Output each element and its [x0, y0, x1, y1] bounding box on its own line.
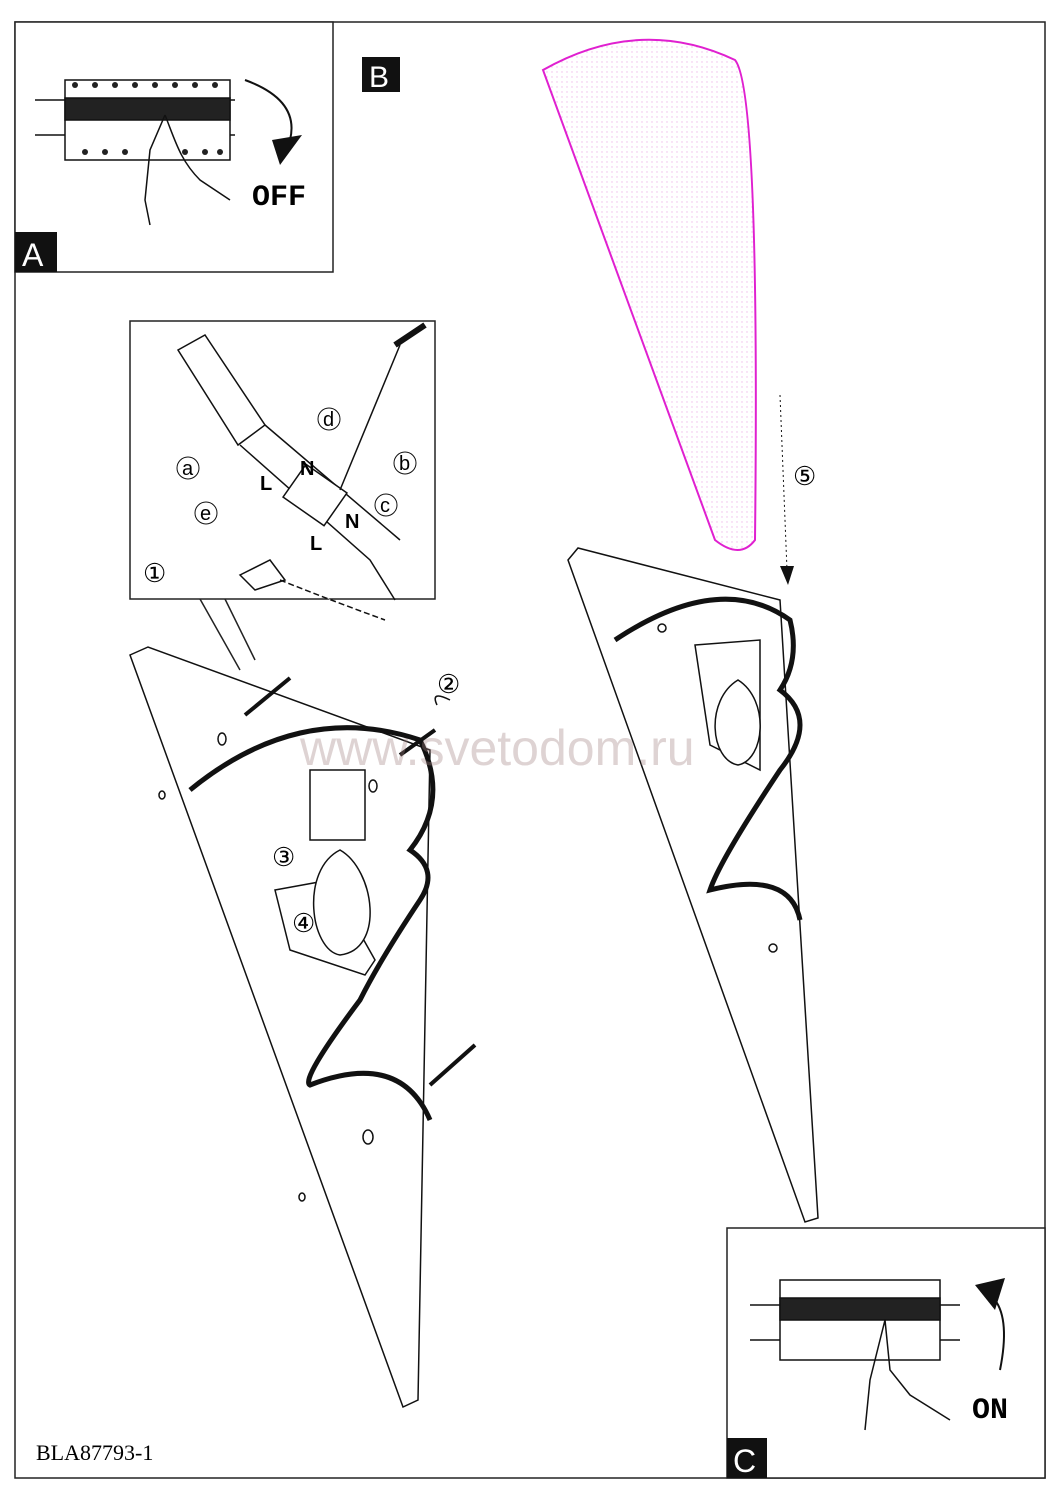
substep-d: d: [323, 409, 334, 431]
terminal-l-2: L: [310, 533, 322, 555]
terminal-n-2: N: [345, 511, 359, 533]
terminal-block-icon: [176, 322, 427, 621]
substep-c: c: [380, 495, 390, 517]
panel-a-label: A: [22, 237, 44, 273]
page-frame: [14, 21, 1046, 1479]
screw-icon: [398, 728, 437, 757]
step-3-label: ③: [272, 843, 295, 872]
arrow-down-icon: [244, 79, 293, 141]
breaker-panel-icon: [35, 79, 235, 161]
bulb-icon: [714, 679, 761, 766]
cable: [188, 725, 436, 1121]
panel-c-label: C: [733, 1443, 756, 1479]
panel-a-switch-off: OFF A: [14, 21, 334, 273]
substep-a: a: [182, 458, 194, 480]
substep-b: b: [399, 453, 410, 475]
cable: [613, 596, 803, 921]
on-label: ON: [972, 1394, 1008, 1428]
step-5-label: ⑤: [793, 462, 816, 491]
panel-c-switch-on: ON C: [726, 1227, 1046, 1479]
wall-lamp-assembled: [567, 547, 819, 1223]
glass-shade: ⑤: [541, 38, 816, 585]
hand-icon: [864, 1319, 951, 1431]
screwdriver-icon: [393, 322, 427, 348]
step-1-label: ①: [143, 559, 166, 588]
arrow-up-icon: [994, 1299, 1005, 1371]
step-4-label: ④: [292, 909, 315, 938]
wall-lamp-mounting: [129, 646, 477, 1409]
panel-b-label: B: [369, 61, 389, 94]
step-2-label: ②: [437, 670, 460, 699]
substep-e: e: [200, 503, 211, 525]
document-code: BLA87793-1: [36, 1440, 153, 1465]
watermark: www.svetodom.ru: [299, 720, 695, 776]
screw-icon: [428, 1043, 477, 1087]
breaker-panel-icon: [750, 1279, 960, 1361]
breaker-screws: [72, 82, 223, 155]
screw-icon: [243, 676, 292, 717]
hand-icon: [144, 114, 231, 226]
terminal-l: L: [260, 473, 272, 495]
terminal-n: N: [300, 458, 314, 480]
off-label: OFF: [252, 181, 306, 215]
wiring-detail-inset: a b c d e L N L N ①: [129, 320, 436, 671]
bulb-icon: [312, 849, 371, 956]
